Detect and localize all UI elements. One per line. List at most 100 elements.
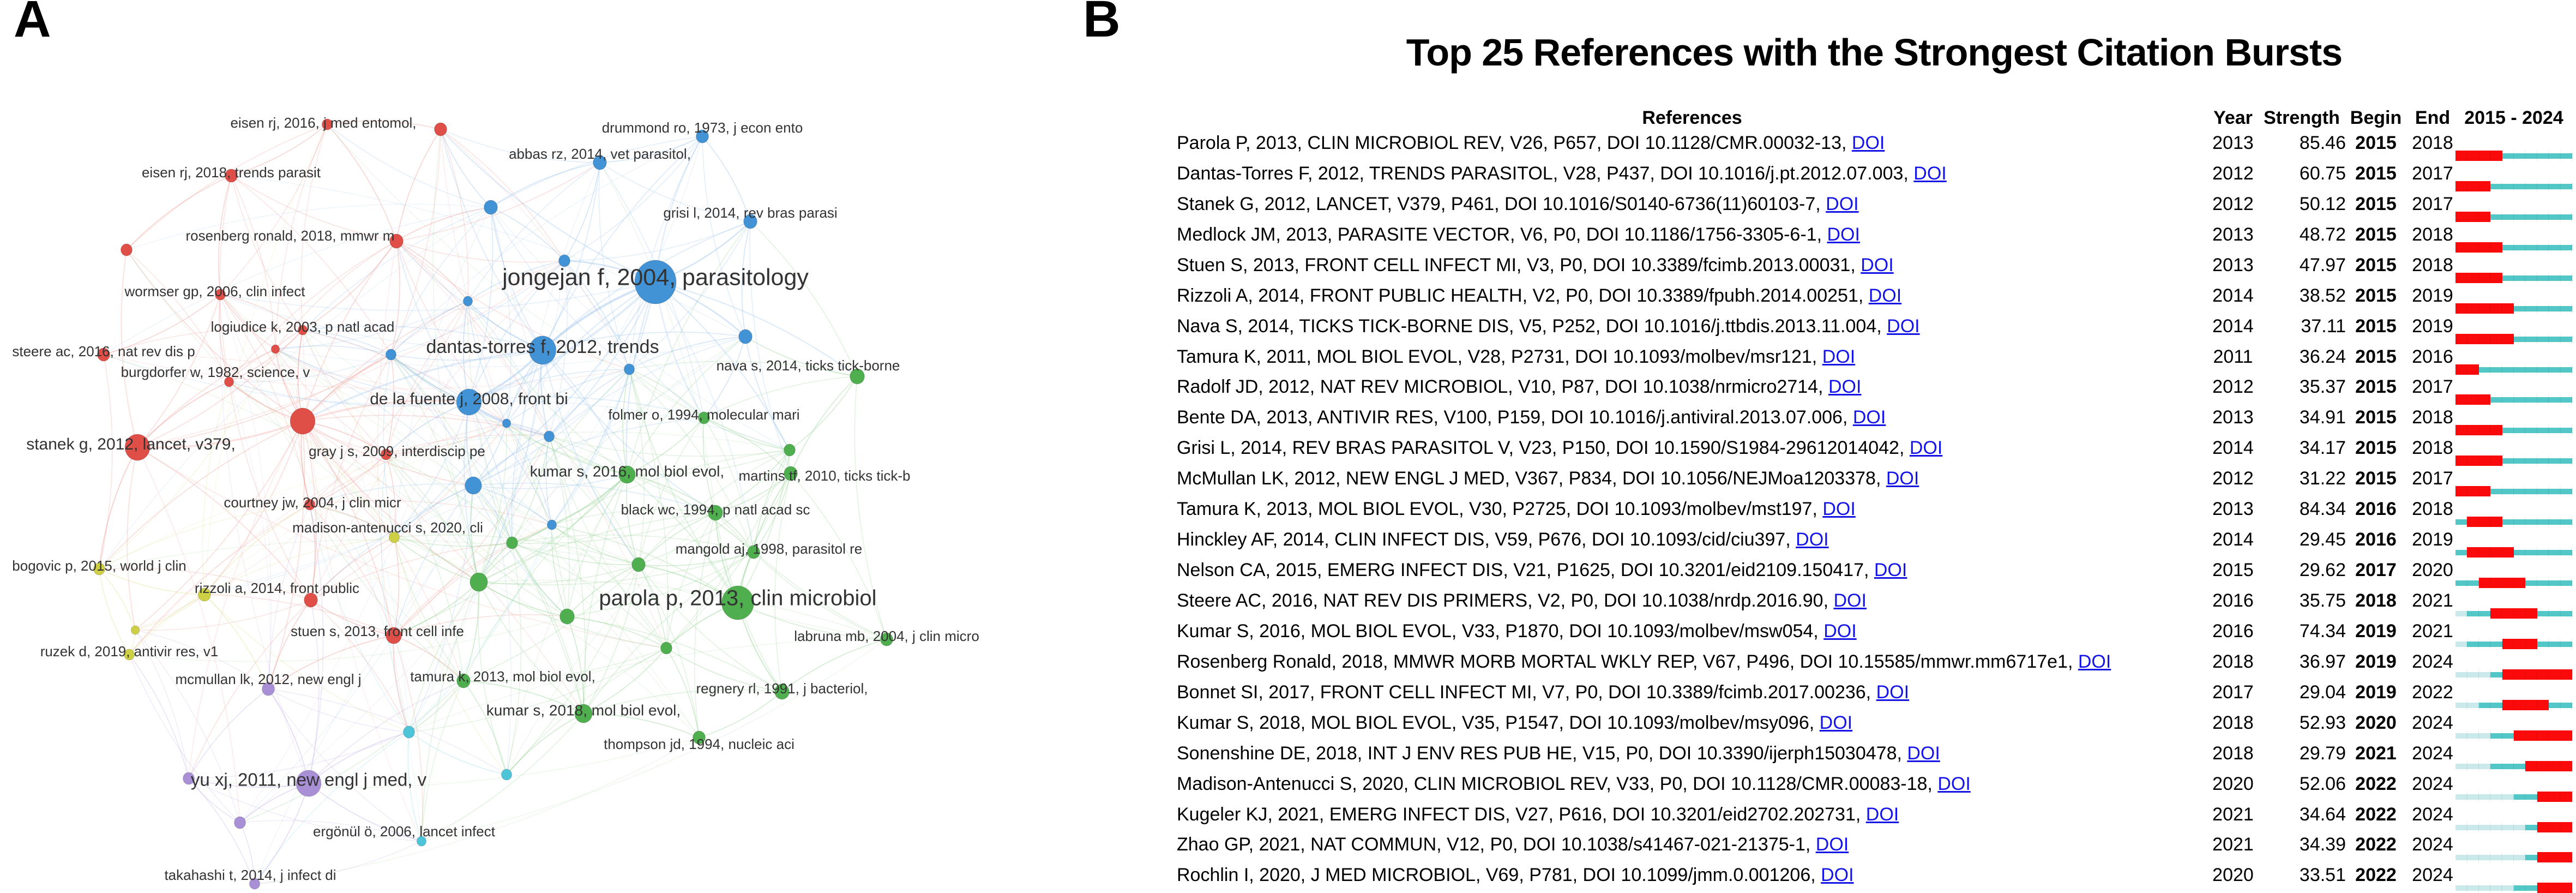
table-row: Zhao GP, 2021, NAT COMMUN, V12, P0, DOI … — [0, 829, 2576, 863]
burst-timeline-bar — [2455, 242, 2572, 253]
table-row: Bonnet SI, 2017, FRONT CELL INFECT MI, V… — [0, 677, 2576, 710]
doi-link[interactable]: DOI — [1822, 346, 1856, 367]
network-node-label: bogovic p, 2015, world j clin — [12, 558, 186, 574]
begin-value: 2019 — [2355, 681, 2397, 703]
doi-link[interactable]: DOI — [1861, 254, 1894, 275]
burst-segment-pre — [2455, 885, 2514, 891]
doi-link[interactable]: DOI — [2078, 651, 2111, 672]
burst-segment-active — [2490, 214, 2572, 220]
strength-value: 35.75 — [2299, 590, 2346, 611]
doi-link[interactable]: DOI — [1887, 315, 1920, 337]
table-row: Parola P, 2013, CLIN MICROBIOL REV, V26,… — [0, 128, 2576, 161]
network-node — [465, 476, 482, 495]
doi-link[interactable]: DOI — [1876, 681, 1910, 703]
burst-segment-active — [2514, 885, 2537, 891]
burst-timeline-bar — [2455, 669, 2572, 680]
year-value: 2013 — [2212, 407, 2254, 428]
year-value: 2014 — [2212, 285, 2254, 306]
year-value: 2011 — [2213, 346, 2253, 367]
burst-table-title: Top 25 References with the Strongest Cit… — [1406, 31, 2343, 74]
doi-link[interactable]: DOI — [1833, 590, 1867, 611]
network-node-label: ruzek d, 2019, antivir res, v1 — [40, 643, 219, 660]
reference-text: Rizzoli A, 2014, FRONT PUBLIC HEALTH, V2… — [1177, 285, 1902, 306]
burst-segment-active — [2525, 824, 2537, 830]
burst-segment-active — [2537, 611, 2572, 616]
burst-timeline-bar — [2455, 760, 2572, 771]
doi-link[interactable]: DOI — [1886, 468, 1919, 489]
network-node-label: mangold aj, 1998, parasitol re — [676, 541, 863, 557]
network-node — [304, 499, 315, 511]
table-row: Steere AC, 2016, NAT REV DIS PRIMERS, V2… — [0, 585, 2576, 619]
network-node-label: labruna mb, 2004, j clin micro — [794, 628, 979, 644]
burst-year-ticks — [2455, 303, 2572, 314]
year-value: 2012 — [2212, 163, 2254, 184]
table-row: Stanek G, 2012, LANCET, V379, P461, DOI … — [0, 189, 2576, 222]
doi-link[interactable]: DOI — [1826, 193, 1859, 214]
strength-value: 85.46 — [2299, 133, 2346, 153]
end-value: 2018 — [2412, 437, 2453, 459]
network-node — [225, 169, 238, 183]
doi-link[interactable]: DOI — [1822, 499, 1856, 520]
year-value: 2013 — [2212, 224, 2254, 245]
begin-value: 2022 — [2355, 865, 2397, 886]
burst-timeline-bar — [2455, 333, 2572, 344]
burst-year-ticks — [2455, 517, 2572, 528]
burst-segment-active — [2502, 153, 2572, 159]
doi-link[interactable]: DOI — [1851, 133, 1885, 153]
year-value: 2013 — [2212, 499, 2254, 520]
year-value: 2021 — [2212, 804, 2254, 825]
network-node-label: gray j s, 2009, interdiscip pe — [309, 443, 485, 459]
network-node — [97, 347, 110, 362]
strength-value: 84.34 — [2299, 499, 2346, 520]
year-value: 2012 — [2212, 376, 2254, 398]
doi-link[interactable]: DOI — [1815, 834, 1849, 855]
begin-value: 2016 — [2355, 529, 2397, 550]
reference-text: Nelson CA, 2015, EMERG INFECT DIS, V21, … — [1177, 560, 1907, 580]
network-node — [660, 642, 672, 655]
network-node-label: takahashi t, 2014, j infect di — [164, 867, 336, 883]
doi-link[interactable]: DOI — [1865, 804, 1899, 825]
burst-timeline-bar — [2455, 852, 2572, 863]
column-header-year: Year — [2213, 107, 2253, 128]
doi-link[interactable]: DOI — [1937, 773, 1971, 794]
table-row: Rosenberg Ronald, 2018, MMWR MORB MORTAL… — [0, 646, 2576, 680]
doi-link[interactable]: DOI — [1828, 376, 1862, 398]
doi-link[interactable]: DOI — [1796, 529, 1829, 550]
doi-link[interactable]: DOI — [1868, 285, 1902, 306]
burst-segment-pre — [2455, 794, 2514, 800]
network-node — [322, 118, 333, 130]
burst-segment-active — [2502, 458, 2572, 464]
doi-link[interactable]: DOI — [1852, 407, 1886, 428]
burst-timeline-bar — [2455, 425, 2572, 436]
end-value: 2019 — [2412, 285, 2453, 306]
end-value: 2017 — [2412, 468, 2453, 489]
burst-segment-active — [2478, 367, 2572, 373]
end-value: 2021 — [2412, 590, 2453, 611]
burst-segment-burst — [2490, 608, 2537, 619]
network-node-label: black wc, 1994, p natl acad sc — [621, 501, 810, 518]
strength-value: 29.62 — [2299, 560, 2346, 580]
doi-link[interactable]: DOI — [1909, 437, 1943, 459]
doi-link[interactable]: DOI — [1913, 163, 1947, 184]
burst-segment-active — [2502, 428, 2572, 434]
doi-link[interactable]: DOI — [1827, 224, 1860, 245]
strength-value: 34.91 — [2299, 407, 2346, 428]
reference-text: Stanek G, 2012, LANCET, V379, P461, DOI … — [1177, 193, 1859, 214]
strength-value: 33.51 — [2299, 865, 2346, 886]
burst-timeline-bar — [2455, 822, 2572, 832]
burst-segment-active — [2514, 336, 2572, 342]
burst-timeline-bar — [2455, 638, 2572, 649]
burst-timeline-bar — [2455, 883, 2572, 893]
network-node-label: thompson jd, 1994, nucleic aci — [604, 736, 795, 752]
doi-link[interactable]: DOI — [1823, 620, 1857, 642]
begin-value: 2019 — [2355, 620, 2397, 642]
network-node — [784, 443, 796, 457]
doi-link[interactable]: DOI — [1819, 712, 1853, 733]
doi-link[interactable]: DOI — [1907, 742, 1940, 764]
doi-link[interactable]: DOI — [1874, 560, 1907, 580]
burst-segment-burst — [2455, 242, 2502, 253]
network-node — [298, 325, 308, 335]
network-node — [183, 772, 195, 785]
doi-link[interactable]: DOI — [1821, 865, 1854, 886]
network-nodes — [93, 118, 893, 890]
